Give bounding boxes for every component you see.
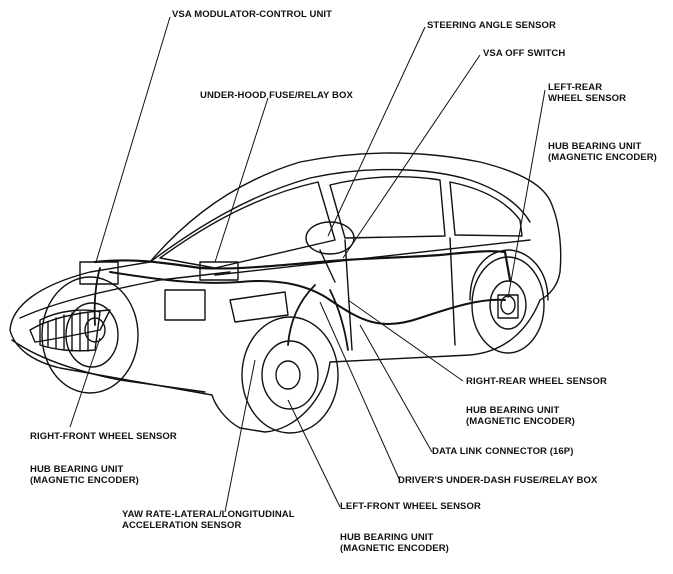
left-rear-wheel (471, 256, 545, 354)
label-under-hood-fuse-relay-box: UNDER-HOOD FUSE/RELAY BOX (200, 90, 353, 101)
label-right-front-wheel-sensor: RIGHT-FRONT WHEEL SENSOR (30, 431, 177, 442)
leader-right-front-wheel (69, 337, 101, 428)
leader-under-hood-fuse (214, 97, 269, 263)
label-hub-bearing-front-left: HUB BEARING UNIT (MAGNETIC ENCODER) (340, 532, 449, 554)
leader-data-link (359, 324, 433, 453)
label-left-front-wheel-sensor: LEFT-FRONT WHEEL SENSOR (340, 501, 481, 512)
fuse-box-block (199, 261, 239, 281)
label-data-link-connector: DATA LINK CONNECTOR (16P) (432, 446, 574, 457)
side-window-front (329, 176, 446, 239)
leader-drivers-fuse (319, 301, 401, 482)
label-right-rear-wheel-sensor: RIGHT-REAR WHEEL SENSOR (466, 376, 607, 387)
door-line-rear (449, 237, 456, 346)
bumper (11, 339, 206, 393)
label-left-rear-wheel-sensor: LEFT-REAR WHEEL SENSOR (548, 82, 627, 104)
door-line (344, 239, 353, 351)
label-steering-angle-sensor: STEERING ANGLE SENSOR (427, 20, 556, 31)
battery (164, 289, 206, 321)
hood-line (19, 271, 231, 319)
roof-line (149, 168, 531, 263)
label-yaw-rate-sensor: YAW RATE-LATERAL/LONGITUDINAL ACCELERATI… (122, 509, 295, 531)
left-front-wheel (241, 316, 339, 434)
wiring-harness (93, 250, 512, 282)
car-body-outline (9, 152, 562, 433)
label-drivers-under-dash-fuse-relay-box: DRIVER'S UNDER-DASH FUSE/RELAY BOX (398, 475, 598, 486)
side-window-rear (449, 181, 523, 237)
leader-steering-angle (327, 26, 426, 237)
label-hub-bearing-front-right: HUB BEARING UNIT (MAGNETIC ENCODER) (30, 464, 139, 486)
leader-left-front-wheel (287, 399, 341, 508)
grille (39, 309, 101, 352)
leader-vsa-off-switch (342, 54, 481, 259)
label-vsa-modulator-control-unit: VSA MODULATOR-CONTROL UNIT (172, 9, 333, 20)
steering-wheel (305, 221, 355, 255)
right-front-wheel (41, 276, 139, 394)
windshield (159, 181, 336, 269)
label-vsa-off-switch: VSA OFF SWITCH (483, 48, 566, 59)
rear-fender (469, 249, 549, 301)
label-hub-bearing-rear-left: HUB BEARING UNIT (MAGNETIC ENCODER) (548, 141, 657, 163)
label-hub-bearing-rear-right: HUB BEARING UNIT (MAGNETIC ENCODER) (466, 405, 575, 427)
leader-right-rear-wheel (347, 299, 464, 382)
leader-left-rear-wheel (507, 89, 546, 299)
leader-vsa-modulator (95, 16, 171, 263)
vsa-modulator-block (79, 261, 119, 285)
leader-yaw-rate (224, 359, 256, 513)
